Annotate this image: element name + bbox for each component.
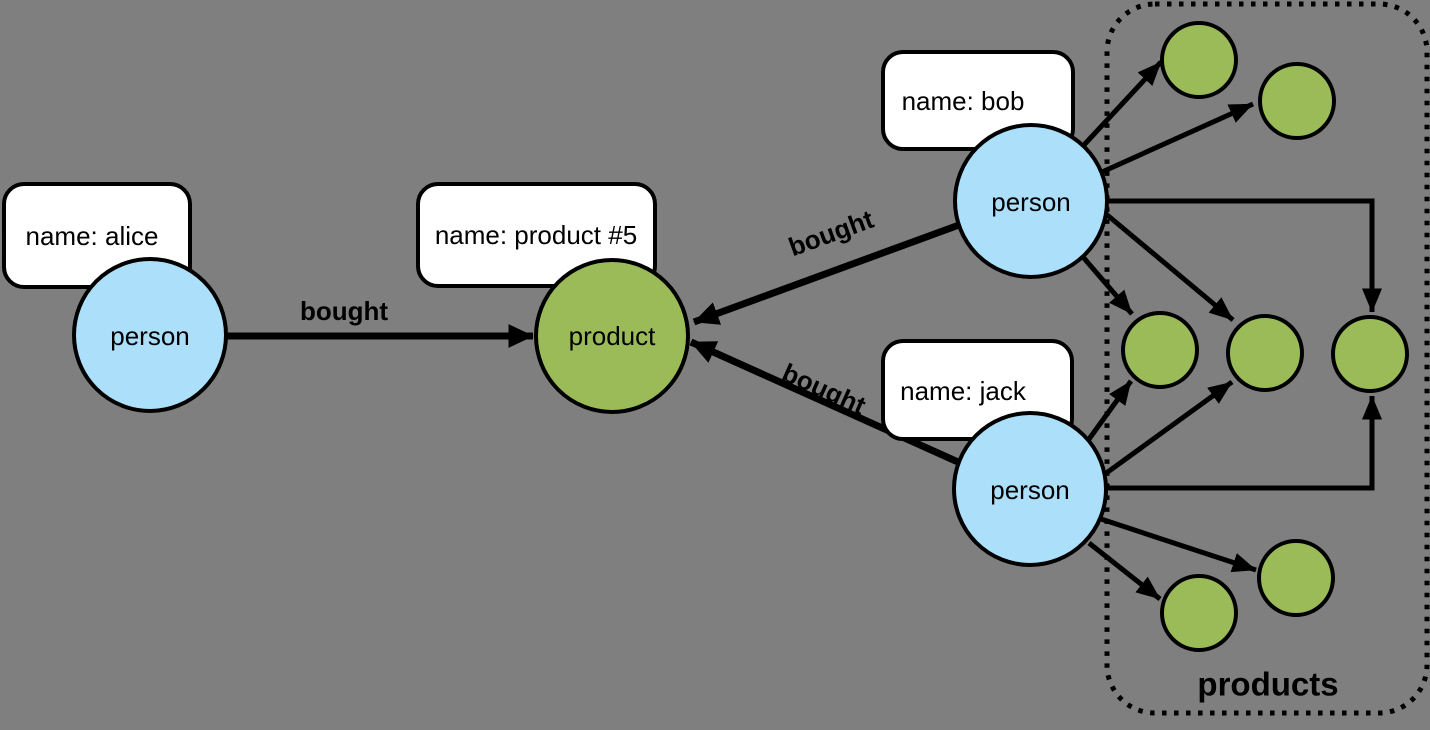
edge-jack-product-bot2 [1087,541,1162,601]
edge-jack-product-mid1 [1081,379,1134,448]
product-node-6 [1257,539,1335,617]
node-bob-label: person [991,187,1071,217]
edge-label-alice-bought: bought [300,296,388,326]
node-jack-label: person [990,475,1070,505]
node-alice-label: person [110,321,190,351]
product-node-4 [1226,314,1304,392]
node-jack [952,411,1108,567]
product-node-3 [1121,311,1199,389]
product-node-7 [1160,574,1238,652]
note-product5-text: name: product #5 [435,220,637,250]
node-product5-label: product [569,321,656,351]
edge-bob-product-mid2 [1104,212,1235,322]
product-node-2 [1258,62,1336,140]
edge-jack-product-mid2 [1103,379,1234,477]
products-group-label: products [1197,666,1338,703]
node-alice [72,257,228,413]
edge-bob-product-mid1 [1081,255,1134,316]
edge-bob-bought [692,221,961,326]
product-node-5 [1331,315,1409,393]
edge-jack-product-mid3-elbow [1105,395,1382,491]
note-jack-text: name: jack [900,376,1027,406]
node-product5 [534,258,690,414]
edge-bob-product-top2 [1100,101,1255,175]
product-node-1 [1160,21,1238,99]
edge-jack-product-bot1 [1100,516,1257,573]
edge-jack-bought [689,338,960,466]
edge-bob-product-top1 [1081,60,1163,148]
note-alice-text: name: alice [26,221,159,251]
node-bob [953,123,1109,279]
products-group-box [1104,1,1430,716]
note-bob-text: name: bob [902,86,1025,116]
edge-bob-product-mid3-elbow [1108,198,1382,313]
